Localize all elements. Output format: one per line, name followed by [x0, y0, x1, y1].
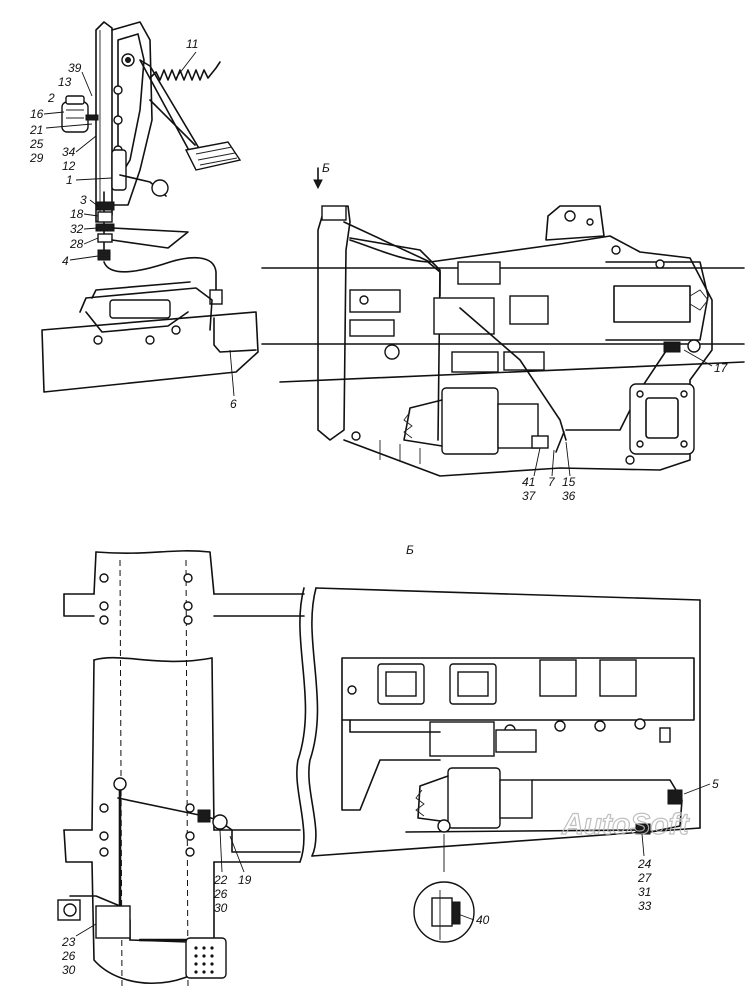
callout: 19 — [238, 873, 252, 887]
callout: 21 — [29, 123, 43, 137]
callout: 3 — [80, 193, 87, 207]
watermark: AutoSoft — [561, 808, 691, 841]
callout: 37 — [522, 489, 537, 503]
callout: 12 — [62, 159, 76, 173]
callout: 27 — [637, 871, 653, 885]
callout: 39 — [68, 61, 82, 75]
callouts-top-left: 11 39 13 2 16 21 25 29 34 12 1 3 18 32 2… — [29, 37, 237, 411]
callout: 4 — [62, 254, 69, 268]
callout: 28 — [69, 237, 84, 251]
callout: 30 — [62, 963, 76, 977]
callout: 25 — [29, 137, 44, 151]
callout: 6 — [230, 397, 237, 411]
callout: 1 — [66, 173, 73, 187]
callout: 7 — [548, 475, 556, 489]
callout: 26 — [61, 949, 76, 963]
view-arrow-label: Б — [322, 161, 330, 175]
callout: 24 — [637, 857, 652, 871]
callout: 30 — [214, 901, 228, 915]
pedal-assembly — [61, 21, 242, 305]
callout: 31 — [638, 885, 651, 899]
callout: 16 — [30, 107, 44, 121]
callout: 13 — [58, 75, 72, 89]
callout: 11 — [186, 37, 198, 51]
section-view-label: Б — [406, 543, 414, 557]
gearbox-top-view — [261, 205, 745, 477]
callout: 17 — [714, 361, 729, 375]
pedal-linkage-bottom — [57, 777, 301, 979]
callouts-top-right: 17 41 37 7 15 36 — [522, 349, 729, 503]
callout: 23 — [61, 935, 76, 949]
callout: 18 — [70, 207, 84, 221]
callout: 26 — [213, 887, 228, 901]
callout: 22 — [213, 873, 228, 887]
callout: 32 — [70, 222, 84, 236]
view-arrow: Б — [313, 161, 330, 190]
callout: 40 — [476, 913, 490, 927]
frame-rail-left — [41, 281, 259, 393]
callouts-bottom: 5 22 26 30 19 23 26 30 24 27 31 33 40 — [61, 777, 719, 977]
frame-bottom-view — [63, 550, 701, 991]
callout: 41 — [522, 475, 535, 489]
callout: 34 — [62, 145, 76, 159]
callout: 36 — [562, 489, 576, 503]
callout: 29 — [29, 151, 44, 165]
gearbox-bottom-view — [341, 657, 695, 943]
callout: 33 — [638, 899, 652, 913]
callout: 5 — [712, 777, 719, 791]
callout: 2 — [47, 91, 55, 105]
callout: 15 — [562, 475, 576, 489]
